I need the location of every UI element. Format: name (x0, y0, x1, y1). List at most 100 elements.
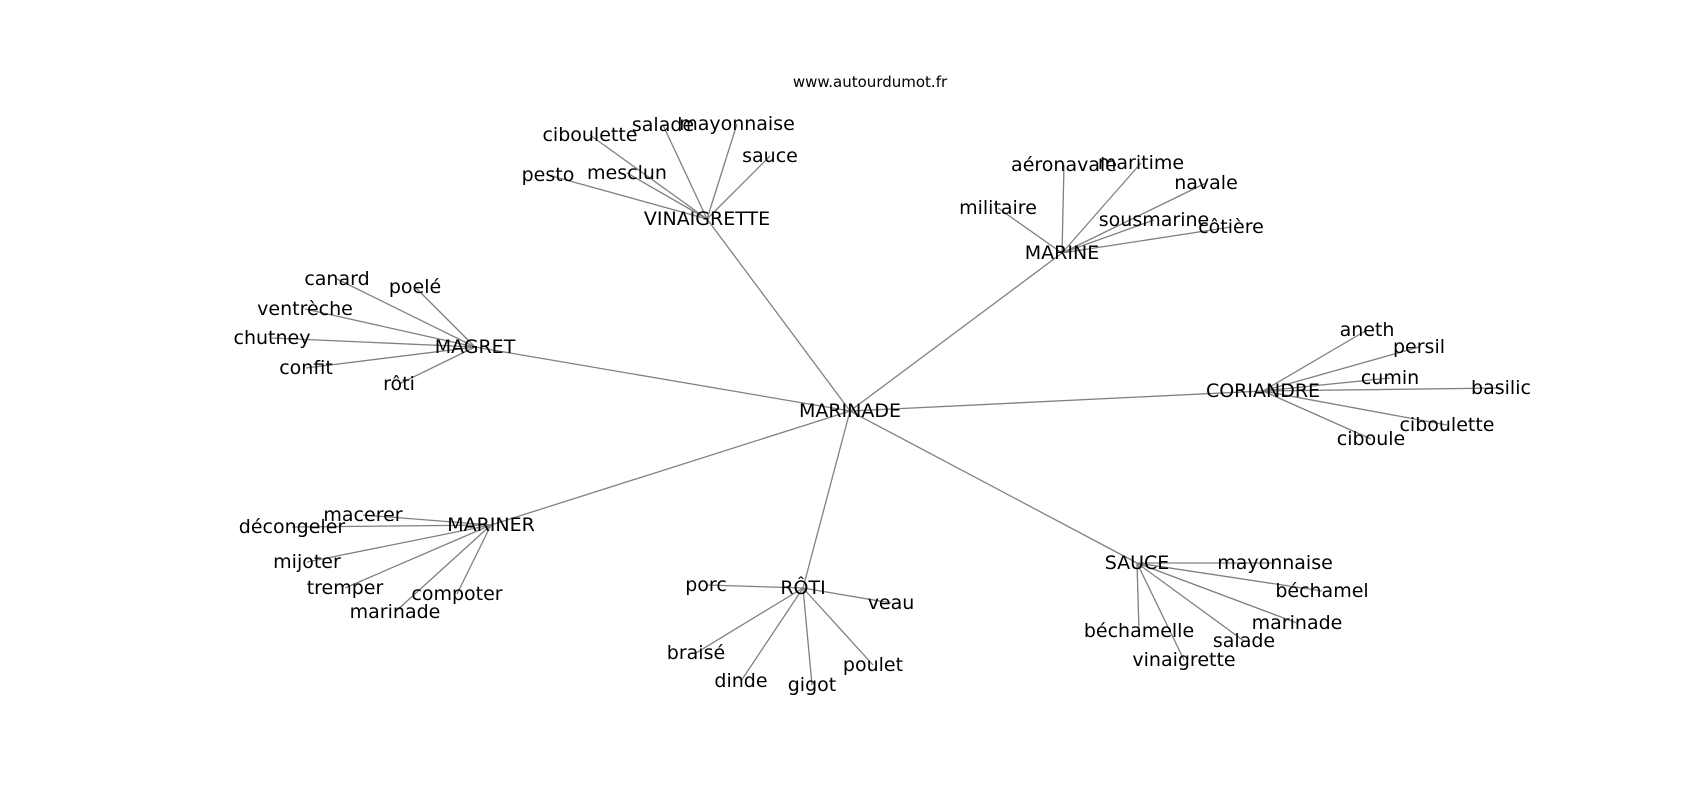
edge-center-hub (474, 346, 851, 412)
leaf-node: ventrèche (257, 298, 353, 320)
leaf-node: aéronavale (1011, 154, 1117, 176)
leaf-node: poulet (843, 654, 903, 676)
leaf-node: tremper (307, 577, 384, 599)
leaf-node: côtière (1198, 216, 1264, 238)
leaf-node: mesclun (587, 162, 667, 184)
hub-node: SAUCE (1105, 552, 1170, 574)
graph-labels: MARINADEVINAIGRETTEciboulettesalademayon… (234, 113, 1531, 696)
edge-hub-leaf (1061, 219, 1155, 254)
edge-hub-leaf (740, 587, 804, 682)
edge-hub-leaf (1262, 377, 1391, 392)
edge-hub-leaf (456, 524, 492, 595)
edge-hub-leaf (1262, 346, 1420, 392)
edge-hub-leaf (271, 337, 476, 348)
edge-hub-leaf (802, 587, 892, 604)
edge-hub-leaf (291, 524, 492, 528)
edge-hub-leaf (1262, 390, 1372, 440)
leaf-node: mayonnaise (679, 113, 795, 135)
edge-hub-leaf (705, 584, 804, 589)
leaf-node: macerer (323, 504, 402, 526)
site-url: www.autourdumot.fr (793, 73, 948, 91)
leaf-node: salade (1213, 630, 1275, 652)
leaf-node: sauce (742, 145, 798, 167)
edge-hub-leaf (802, 587, 813, 686)
edge-hub-leaf (1061, 226, 1232, 254)
edge-hub-leaf (398, 346, 476, 385)
edge-hub-leaf (706, 123, 738, 220)
leaf-node: marinade (1252, 612, 1343, 634)
leaf-node: compoter (411, 583, 502, 605)
edge-hub-leaf (414, 286, 476, 348)
leaf-node: décongeler (239, 516, 346, 538)
leaf-node: canard (304, 268, 369, 290)
edge-hub-leaf (1061, 164, 1065, 254)
edge-hub-leaf (1136, 562, 1245, 642)
edge-hub-leaf (1136, 562, 1140, 632)
hub-node: CORIANDRE (1206, 380, 1320, 402)
edge-hub-leaf (1262, 387, 1502, 392)
hub-node: MAGRET (435, 336, 516, 358)
edge-hub-leaf (589, 134, 708, 220)
edge-hub-leaf (336, 278, 476, 348)
leaf-node: ciboulette (1399, 414, 1494, 436)
edge-hub-leaf (305, 346, 476, 369)
leaf-node: dinde (714, 670, 767, 692)
edge-hub-leaf (802, 587, 874, 666)
edge-hub-leaf (1061, 182, 1207, 254)
edge-center-hub (849, 390, 1264, 412)
edge-hub-leaf (547, 174, 708, 220)
edge-center-hub (706, 218, 851, 412)
edge-center-hub (849, 410, 1138, 564)
leaf-node: rôti (383, 373, 415, 395)
edge-hub-leaf (626, 172, 708, 220)
leaf-node: gigot (788, 674, 836, 696)
leaf-node: maritime (1098, 152, 1184, 174)
leaf-node: confit (279, 357, 333, 379)
edge-hub-leaf (344, 524, 492, 589)
hub-node: RÔTI (780, 575, 825, 599)
edge-hub-leaf (1136, 562, 1185, 661)
edge-hub-leaf (997, 207, 1063, 254)
edge-center-hub (490, 410, 851, 526)
leaf-node: mijoter (273, 551, 341, 573)
leaf-node: braisé (667, 642, 725, 664)
leaf-node: navale (1174, 172, 1238, 194)
leaf-node: persil (1393, 336, 1445, 358)
leaf-node: militaire (959, 197, 1037, 219)
leaf-node: salade (632, 114, 694, 136)
leaf-node: ciboulette (542, 124, 637, 146)
leaf-node: sousmarine (1099, 209, 1209, 231)
leaf-node: vinaigrette (1132, 649, 1235, 671)
edge-hub-leaf (706, 155, 771, 220)
leaf-node: marinade (350, 601, 441, 623)
edge-hub-leaf (394, 524, 492, 613)
leaf-node: béchamel (1275, 580, 1368, 602)
graph-edges (271, 123, 1502, 686)
leaf-node: pesto (522, 164, 575, 186)
leaf-node: chutney (234, 327, 311, 349)
leaf-node: ciboule (1337, 428, 1405, 450)
center-node: MARINADE (799, 400, 901, 422)
leaf-node: cumin (1361, 367, 1419, 389)
leaf-node: poelé (389, 276, 441, 298)
edge-hub-leaf (362, 514, 492, 526)
edge-hub-leaf (1262, 329, 1368, 392)
leaf-node: béchamelle (1084, 620, 1194, 642)
edge-hub-leaf (304, 308, 476, 348)
edge-hub-leaf (1136, 562, 1323, 592)
edge-hub-leaf (306, 524, 492, 563)
edge-hub-leaf (695, 587, 804, 654)
leaf-node: porc (685, 574, 727, 596)
leaf-node: veau (868, 592, 915, 614)
hub-node: MARINE (1025, 242, 1099, 264)
edge-hub-leaf (1136, 562, 1298, 624)
edge-center-hub (802, 410, 851, 589)
leaf-node: mayonnaise (1217, 552, 1333, 574)
edge-hub-leaf (1262, 390, 1448, 426)
edge-hub-leaf (662, 124, 708, 220)
leaf-node: aneth (1340, 319, 1395, 341)
edge-hub-leaf (1061, 162, 1142, 254)
edge-center-hub (849, 252, 1063, 412)
hub-node: VINAIGRETTE (644, 208, 770, 230)
